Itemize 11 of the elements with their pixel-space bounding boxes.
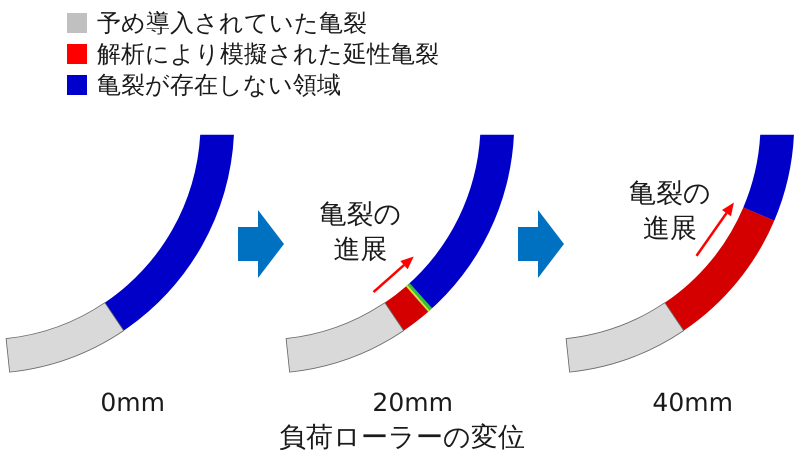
displacement-label: 0mm	[100, 388, 165, 418]
block-arrow	[518, 210, 564, 278]
displacement-label: 20mm	[372, 388, 453, 418]
legend-text: 解析により模擬された延性亀裂	[97, 39, 439, 69]
legend-text: 亀裂が存在しない領域	[97, 70, 341, 100]
legend-text: 予め導入されていた亀裂	[97, 8, 367, 38]
caption-text: 負荷ローラーの変位	[279, 421, 525, 455]
annotation-text: 亀裂の進展	[628, 176, 712, 246]
displacement-label: 40mm	[652, 388, 733, 418]
block-arrow	[238, 210, 284, 278]
annotation-text: 亀裂の進展	[318, 198, 403, 268]
